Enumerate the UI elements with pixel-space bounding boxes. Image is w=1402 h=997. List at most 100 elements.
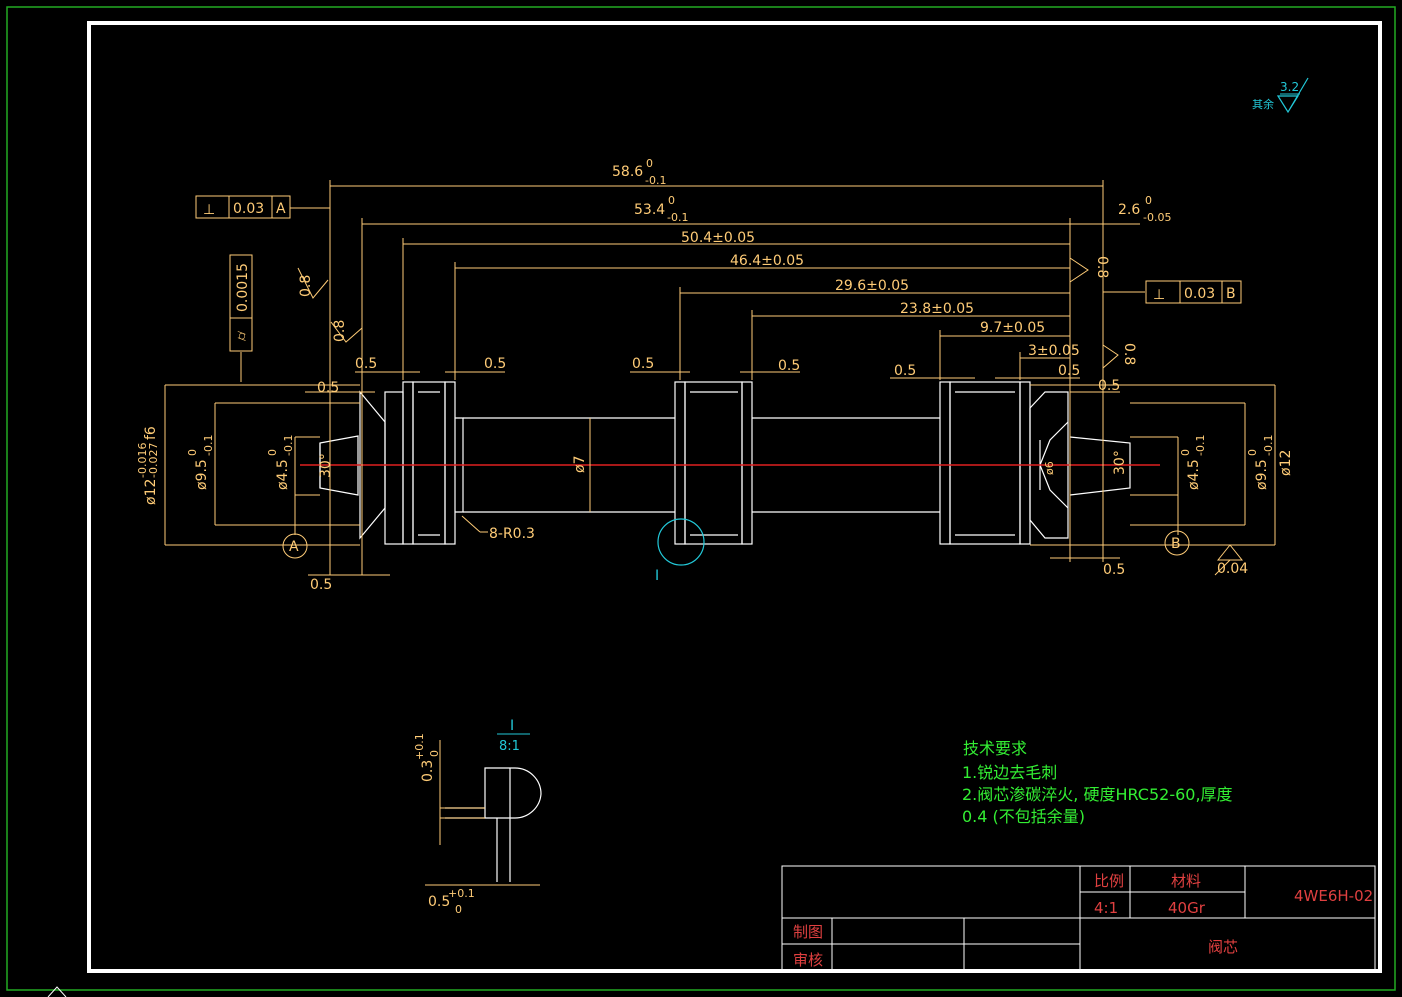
- gap-label: 0.5: [1058, 363, 1080, 379]
- detail-width-base: 0.5: [428, 894, 450, 910]
- dim-464: 46.4±0.05: [730, 253, 804, 269]
- dia45-left-upper: 0: [266, 449, 279, 456]
- roughness-note: 其余 3.2: [1252, 77, 1309, 114]
- dia12-right-label: ø12: [1278, 450, 1294, 476]
- perp-a-value: 0.03: [233, 201, 264, 217]
- detail-title: I: [510, 718, 514, 734]
- roughness-08-label: 0.8: [332, 320, 348, 342]
- dim-238: 23.8±0.05: [900, 301, 974, 317]
- detail-width-upper: +0.1: [448, 887, 475, 900]
- dia95-right-lower: -0.1: [1262, 435, 1275, 456]
- dim-296: 29.6±0.05: [835, 278, 909, 294]
- dia45-right-label: ø4.5: [1186, 459, 1202, 490]
- dia45-left-lower: -0.1: [282, 435, 295, 456]
- detail-height-lower: 0: [428, 750, 441, 757]
- perp-a-symbol: ⊥: [203, 202, 215, 218]
- roughness-08-label: 0.8: [1121, 343, 1137, 365]
- tech-requirements: 技术要求 1.锐边去毛刺 2.阀芯渗碳淬火, 硬度HRC52-60,厚度 0.4…: [962, 739, 1233, 826]
- datum-b-label: B: [1171, 536, 1181, 552]
- title-block: [781, 865, 1376, 971]
- corner-mark: [47, 986, 67, 997]
- dia45-right-lower: -0.1: [1194, 435, 1207, 456]
- dim-overall-upper: 0: [646, 157, 653, 170]
- datum-a: A: [282, 533, 308, 559]
- dia95-left-lower: -0.1: [202, 435, 215, 456]
- dim-97: 9.7±0.05: [980, 320, 1045, 336]
- checked-by-label: 审核: [793, 951, 823, 969]
- tech-requirements-title: 技术要求: [963, 739, 1027, 758]
- fillet-label: 8-R0.3: [489, 526, 535, 542]
- dia12-left-fit: f6: [143, 426, 159, 440]
- dia12-left-upper: -0.016: [136, 443, 149, 478]
- detail-height-upper: +0.1: [413, 733, 426, 760]
- perp-b-datum: B: [1226, 286, 1236, 302]
- tech-requirement-item: 0.4 (不包括余量): [962, 807, 1085, 826]
- perp-b-symbol: ⊥: [1153, 287, 1165, 303]
- dim-3: 3±0.05: [1028, 343, 1080, 359]
- tech-requirement-item: 2.阀芯渗碳淬火, 硬度HRC52-60,厚度: [962, 785, 1233, 804]
- angle-right: 30°: [1112, 450, 1128, 475]
- gap-label: 0.5: [484, 356, 506, 372]
- roughness-symbol-icon: [1276, 77, 1309, 114]
- angle-left: 30°: [318, 453, 334, 478]
- dimension-texts: 58.6 0 -0.1 53.4 0 -0.1 50.4±0.05 46.4±0…: [136, 157, 1294, 593]
- dia12-left-label: ø12: [143, 479, 159, 505]
- gap-label: 0.5: [317, 380, 339, 396]
- roughness-08-label: 0.8: [1094, 256, 1110, 278]
- perp-b-value: 0.03: [1184, 286, 1215, 302]
- detail-marker: I: [655, 518, 705, 584]
- gap-label: 0.5: [1098, 378, 1120, 394]
- dim-504: 50.4±0.05: [681, 230, 755, 246]
- dia95-left-upper: 0: [186, 449, 199, 456]
- gap-label: 0.5: [355, 356, 377, 372]
- gap-label: 0.5: [310, 577, 332, 593]
- outer-frame: [6, 6, 1396, 991]
- dim-right-end-upper: 0: [1145, 194, 1152, 207]
- scale-value: 4:1: [1094, 899, 1118, 917]
- gdt-frame-a: ⊥ 0.03 A: [195, 195, 291, 219]
- dim-right-end-base: 2.6: [1118, 202, 1140, 218]
- gap-label: 0.5: [632, 356, 654, 372]
- roughness-note-value: 3.2: [1280, 80, 1299, 94]
- tech-requirement-item: 1.锐边去毛刺: [962, 763, 1057, 782]
- valve-spool-part: [319, 381, 1131, 545]
- detail-view: I 8:1 0.3 +0.1 0 0.5 +0.1 0: [413, 718, 542, 916]
- dimension-lines: [164, 180, 1276, 576]
- material-label: 材料: [1171, 872, 1201, 890]
- drawn-by-label: 制图: [793, 923, 823, 941]
- detail-marker-label: I: [655, 568, 659, 584]
- dia95-left-label: ø9.5: [194, 459, 210, 490]
- dim-right-end-lower: -0.05: [1143, 211, 1171, 224]
- gap-label: 0.5: [894, 363, 916, 379]
- dim-overall-base: 58.6: [612, 164, 643, 180]
- drawing-number: 4WE6H-02: [1294, 887, 1373, 905]
- gap-label: 0.5: [1103, 562, 1125, 578]
- dia7-label: ø7: [572, 456, 588, 473]
- roughness-note-label: 其余: [1252, 97, 1274, 111]
- drawing-border: [87, 21, 1382, 973]
- dia6-label: ø6: [1043, 461, 1056, 475]
- dia45-right-upper: 0: [1179, 449, 1192, 456]
- dim-534-lower: -0.1: [667, 211, 688, 224]
- gap-label: 0.5: [778, 358, 800, 374]
- gdt-frame-b: ⊥ 0.03 B: [1145, 280, 1242, 304]
- gdt-frame-cylindricity: ⌭ 0.0015: [229, 254, 253, 352]
- dim-overall-lower: -0.1: [645, 174, 666, 187]
- cylindricity-value: 0.0015: [235, 263, 251, 312]
- dim-534-upper: 0: [668, 194, 675, 207]
- material-value: 40Gr: [1168, 899, 1206, 917]
- runout-label: 0.04: [1217, 561, 1248, 577]
- detail-scale: 8:1: [499, 739, 520, 754]
- cylindricity-symbol: ⌭: [234, 331, 250, 341]
- roughness-08-label: 0.8: [298, 275, 314, 297]
- datum-a-label: A: [289, 539, 299, 555]
- part-name: 阀芯: [1208, 938, 1238, 956]
- datum-b: B: [1164, 530, 1190, 556]
- detail-height-base: 0.3: [420, 760, 436, 782]
- dia95-right-label: ø9.5: [1254, 459, 1270, 490]
- detail-width-lower: 0: [455, 903, 462, 916]
- dia95-right-upper: 0: [1246, 449, 1259, 456]
- dim-534-base: 53.4: [634, 202, 665, 218]
- perp-a-datum: A: [276, 201, 286, 217]
